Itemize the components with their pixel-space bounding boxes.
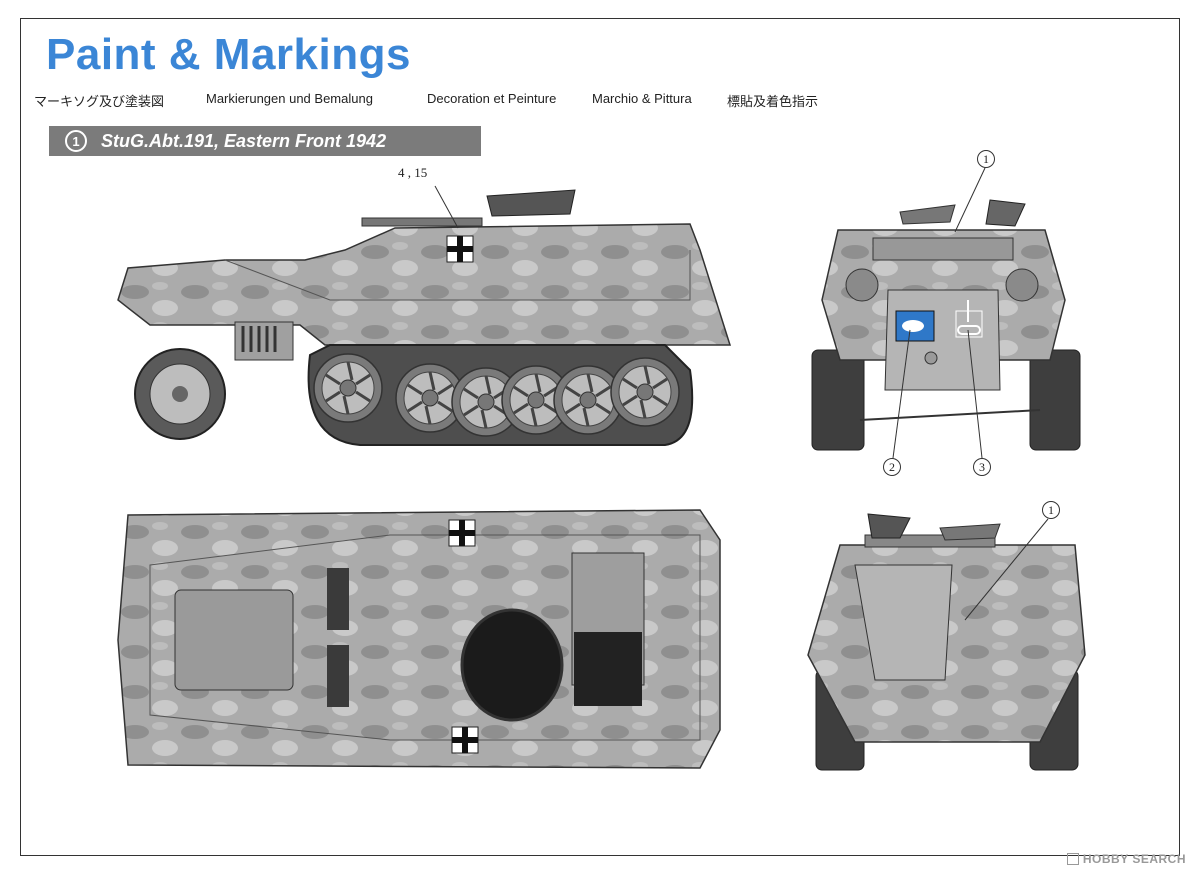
callout-side-markings-label: 4 , 15 [398,165,428,180]
subtitle-japanese: マーキソグ及び塗装図 [34,94,165,109]
callout-front-top-label: 1 [983,151,989,166]
callout-front-left-label: 2 [889,459,895,474]
callout-front-left: 2 [883,458,901,476]
rear-view-vehicle [807,513,1086,771]
watermark-text: HOBBY SEARCH [1082,852,1186,866]
watermark: HOBBY SEARCH [1066,852,1186,866]
subtitle-french: Decoration et Peinture [427,91,557,106]
page-frame [20,18,1180,856]
page-title: Paint & Markings [46,30,411,79]
subtitle-italian: Marchio & Pittura [592,91,692,106]
subtitle-german: Markierungen und Bemalung [206,91,373,106]
watermark-logo-icon [1066,853,1079,865]
scheme-number: 1 [65,130,87,152]
callout-leader-lines [434,167,1049,621]
subtitle-chinese: 標貼及着色指示 [727,94,819,109]
callout-rear-top-label: 1 [1048,502,1054,517]
callout-rear-top: 1 [1042,501,1060,519]
top-view-vehicle [117,509,721,769]
scheme-banner: 1 StuG.Abt.191, Eastern Front 1942 [49,126,481,156]
callout-side-markings: 4 , 15 [398,165,427,181]
callout-front-right: 3 [973,458,991,476]
callout-front-top: 1 [977,150,995,168]
front-view-vehicle [811,199,1081,451]
side-view-vehicle [117,189,732,446]
scheme-label: StuG.Abt.191, Eastern Front 1942 [101,130,387,151]
callout-front-right-label: 3 [979,459,985,474]
